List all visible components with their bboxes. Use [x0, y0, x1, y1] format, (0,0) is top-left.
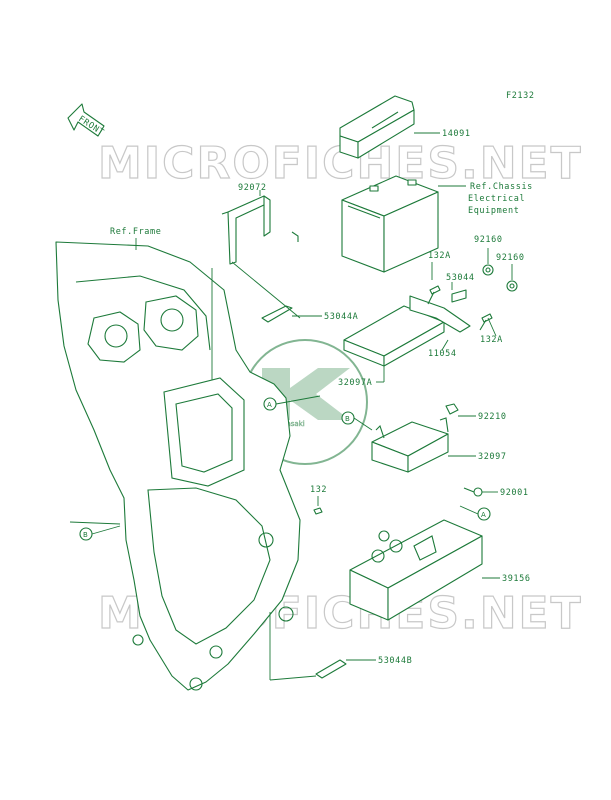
grommet-92160b-part	[506, 280, 518, 292]
part-label-92072: 92072	[238, 183, 267, 193]
callout-a-upper: A	[263, 397, 277, 411]
callout-a-lower: A	[477, 507, 491, 521]
bolt-132a-bottom-part	[479, 313, 493, 331]
bolt-92001-part	[463, 487, 483, 497]
part-label-132: 132	[310, 485, 327, 495]
battery-strap-part	[221, 195, 299, 265]
part-label-53044b: 53044B	[378, 656, 412, 666]
bolt-132a-top-part	[427, 285, 441, 305]
part-label-132a-top: 132A	[428, 251, 451, 261]
rubber-53044b-part	[315, 659, 347, 679]
part-label-92160-a: 92160	[474, 235, 503, 245]
part-label-92001: 92001	[500, 488, 529, 498]
battery-cover-part	[339, 95, 415, 159]
ref-chassis-line1: Ref.Chassis	[470, 182, 533, 192]
part-label-14091: 14091	[442, 129, 471, 139]
callout-b-upper: B	[341, 411, 355, 425]
figure-code: F2132	[506, 91, 535, 101]
part-label-132a-bottom: 132A	[480, 335, 503, 345]
part-label-92210: 92210	[478, 412, 507, 422]
ref-frame-label: Ref.Frame	[110, 227, 161, 237]
part-label-32097: 32097	[478, 452, 507, 462]
svg-text:A: A	[267, 401, 272, 409]
bracket-32097-part	[371, 417, 449, 473]
grommet-92160a-part	[482, 264, 494, 276]
part-label-32097a: 32097A	[338, 378, 372, 388]
bolt-132-part	[313, 507, 323, 515]
watermark-top: MICROFICHES.NET	[98, 138, 583, 189]
nut-92210-part	[445, 403, 459, 415]
rubber-53044a-part	[261, 305, 293, 323]
tray-32097a-part	[343, 295, 471, 367]
front-arrow-icon: FRONT	[67, 103, 106, 138]
part-label-53044a: 53044A	[324, 312, 358, 322]
part-label-53044: 53044	[446, 273, 475, 283]
part-label-92160-b: 92160	[496, 253, 525, 263]
svg-text:A: A	[481, 511, 486, 519]
battery-part	[341, 175, 439, 273]
frame-part	[55, 241, 301, 691]
svg-text:B: B	[83, 531, 88, 539]
callout-b-lower: B	[79, 527, 93, 541]
collar-53044-part	[451, 289, 467, 303]
part-label-11054: 11054	[428, 349, 457, 359]
svg-text:B: B	[345, 415, 350, 423]
ref-chassis-line3: Equipment	[468, 206, 519, 216]
ref-chassis-line2: Electrical	[468, 194, 525, 204]
battery-case-39156-part	[349, 519, 483, 621]
part-label-39156: 39156	[502, 574, 531, 584]
